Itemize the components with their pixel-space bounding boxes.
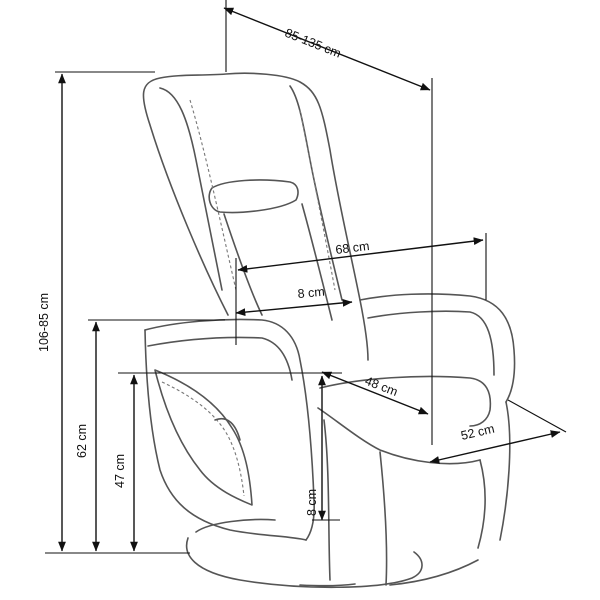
left-armrest bbox=[144, 318, 315, 541]
label-seat-thickness: 8 cm bbox=[305, 489, 319, 516]
swivel-base bbox=[185, 537, 423, 589]
backrest bbox=[142, 72, 369, 361]
label-armrest-width: 8 cm bbox=[297, 285, 325, 301]
headrest bbox=[208, 179, 299, 214]
dim-depth bbox=[429, 430, 561, 464]
front-panel bbox=[323, 419, 331, 581]
armrest-decor-panel bbox=[154, 369, 253, 506]
armchair-illustration bbox=[142, 72, 516, 589]
label-height-total: 106-85 cm bbox=[37, 293, 51, 352]
dim-armrest-width bbox=[235, 298, 353, 317]
dimension-lines bbox=[45, 0, 567, 554]
label-seat-height: 47 cm bbox=[113, 454, 127, 488]
label-seat-width: 68 cm bbox=[335, 239, 370, 257]
seat-cushion bbox=[319, 375, 492, 427]
dim-seat-width bbox=[237, 237, 484, 273]
dim-seat-depth bbox=[321, 371, 429, 415]
label-width-reclined: 85-135 cm bbox=[283, 26, 343, 61]
right-armrest bbox=[359, 293, 516, 403]
label-armrest-height: 62 cm bbox=[75, 424, 89, 458]
dim-width-reclined bbox=[223, 7, 431, 91]
backrest-wing-left bbox=[159, 87, 223, 291]
dimension-labels: 85-135 cm 106-85 cm 62 cm 47 cm 68 cm 8 … bbox=[37, 26, 496, 516]
armrest-side-panel bbox=[144, 329, 307, 541]
label-depth: 52 cm bbox=[460, 422, 496, 443]
base-top-edge bbox=[195, 518, 276, 533]
